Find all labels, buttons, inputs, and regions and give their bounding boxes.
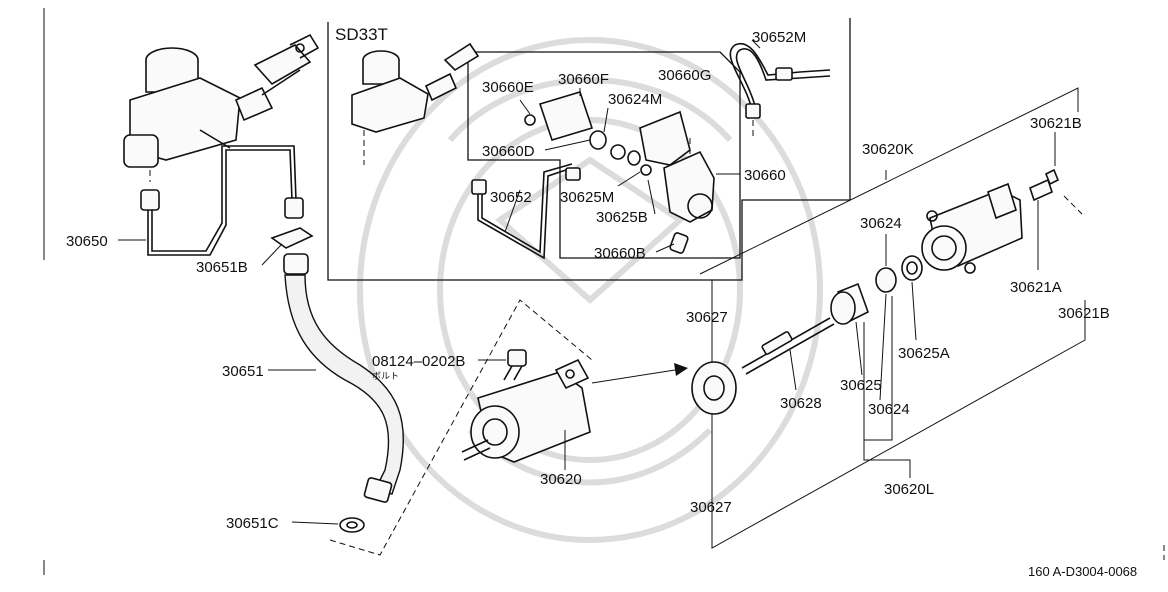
- inset-cylinder-30660: [663, 138, 715, 223]
- part-label-30652M: 30652M: [752, 29, 806, 46]
- part-label-30660E: 30660E: [482, 79, 534, 96]
- bolt-30660B: [669, 232, 689, 254]
- bolt-30660E: [524, 114, 536, 126]
- part-label-30650: 30650: [66, 233, 108, 250]
- footer-code: 160 A-D3004-0068: [1028, 564, 1137, 579]
- seal-30625A: [901, 255, 923, 281]
- part-label-30620L: 30620L: [884, 481, 934, 498]
- seal-30624M: [589, 130, 607, 150]
- part-label-30625M: 30625M: [560, 189, 614, 206]
- part-label-30651C: 30651C: [226, 515, 279, 532]
- bolt-08124: [503, 349, 527, 381]
- part-label-30624-top: 30624: [860, 215, 902, 232]
- part-label-30627-bottom: 30627: [690, 499, 732, 516]
- clutch-hose-30651: [283, 253, 405, 503]
- part-label-30625A: 30625A: [898, 345, 950, 362]
- leader-lines: [118, 39, 1056, 525]
- part-label-30628: 30628: [780, 395, 822, 412]
- part-label-08124: 08124–0202B: [372, 353, 465, 370]
- part-label-30625B: 30625B: [596, 209, 648, 226]
- inset-pipe-30652: [471, 163, 581, 260]
- operating-cylinder-30620: [461, 358, 591, 463]
- inset-subgroup-box: [467, 51, 741, 259]
- washer-30651C: [339, 517, 365, 533]
- part-label-30625: 30625: [840, 377, 882, 394]
- cup-30624: [875, 267, 897, 293]
- part-label-30620: 30620: [540, 471, 582, 488]
- piston-30625: [830, 282, 869, 325]
- inset-box-sd33t: [327, 18, 851, 281]
- part-label-30621B-top: 30621B: [1030, 115, 1082, 132]
- part-label-30660B: 30660B: [594, 245, 646, 262]
- cap-30621B: [1044, 168, 1060, 186]
- arrow-to-exploded-view: [591, 363, 688, 384]
- seal-30625M: [640, 164, 652, 176]
- part-label-30624-bottom: 30624: [868, 401, 910, 418]
- part-label-30651B: 30651B: [196, 259, 248, 276]
- exploded-frame-upper: [699, 87, 1079, 275]
- bracket-plate-30660F: [538, 91, 594, 141]
- bracket-30660G: [639, 110, 691, 166]
- bleeder-30621A: [1029, 178, 1053, 202]
- part-label-30627-top: 30627: [686, 309, 728, 326]
- part-label-30651: 30651: [222, 363, 264, 380]
- part-label-30652: 30652: [490, 189, 532, 206]
- part-label-30624M: 30624M: [608, 91, 662, 108]
- inset-master-cylinder: [351, 42, 480, 165]
- part-label-30660F: 30660F: [558, 71, 609, 88]
- clutch-pipe-30650: [140, 145, 304, 256]
- cylinder-body-30620K: [921, 182, 1023, 274]
- part-label-30660: 30660: [744, 167, 786, 184]
- part-label-30621B-right: 30621B: [1058, 305, 1110, 322]
- inset-title: SD33T: [335, 25, 388, 44]
- dust-boot-30627: [691, 361, 737, 415]
- part-label-30620K: 30620K: [862, 141, 914, 158]
- part-label-30621A: 30621A: [1010, 279, 1062, 296]
- part-label-30660G: 30660G: [658, 67, 711, 84]
- push-rod-30628: [741, 317, 835, 375]
- part-label-30660D: 30660D: [482, 143, 535, 160]
- master-cylinder-main: [123, 33, 320, 182]
- hose-loop-30652M: [729, 42, 831, 140]
- clip-30651B: [270, 227, 314, 249]
- part-label-08124-sub: ボルト: [372, 371, 399, 381]
